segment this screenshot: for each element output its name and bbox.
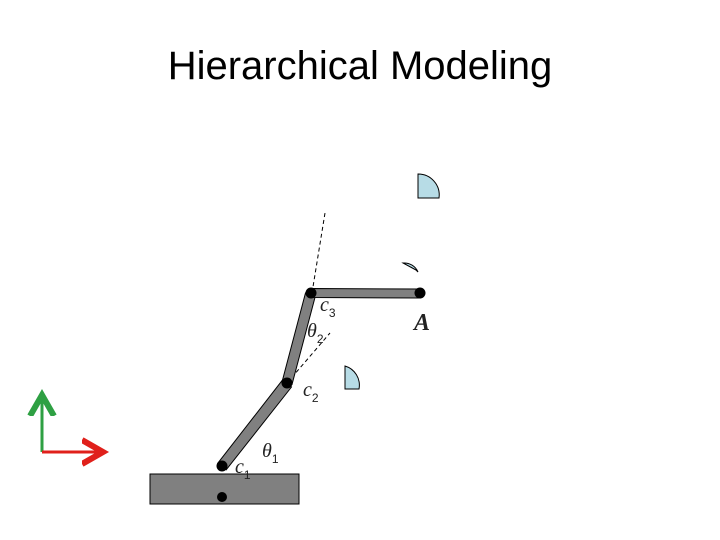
slide-title: Hierarchical Modeling: [167, 44, 553, 88]
joint-c2: [281, 377, 293, 389]
label-c3: c3: [320, 294, 336, 320]
end-effector-a: [414, 287, 426, 299]
angle-arc-mid: [401, 262, 419, 273]
joint-c3: [305, 287, 317, 299]
label-a: A: [412, 310, 430, 336]
label-c2: c2: [303, 379, 319, 405]
label-c1: c1: [235, 456, 251, 482]
label-theta2: θ2: [307, 320, 324, 346]
angle-arc-low: [344, 365, 360, 390]
angle-arc-top: [417, 173, 440, 199]
link3-rest-direction: [311, 212, 326, 294]
base-joint: [217, 492, 227, 502]
joint-c1: [216, 460, 228, 472]
label-theta1: θ1: [262, 440, 279, 466]
link-1: [217, 379, 293, 471]
